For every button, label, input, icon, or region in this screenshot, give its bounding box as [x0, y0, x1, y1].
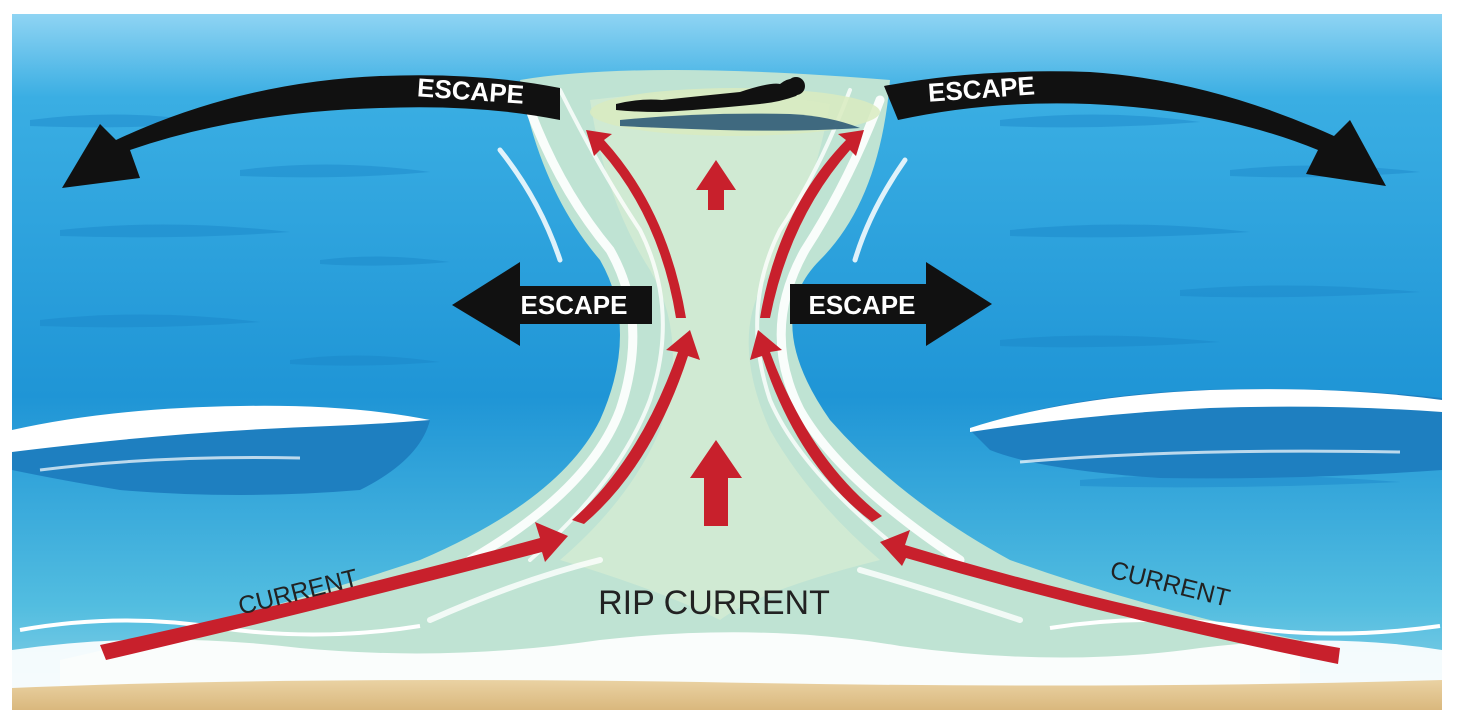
- wave-left: [12, 406, 430, 495]
- escape-label-mid-right: ESCAPE: [809, 290, 916, 320]
- escape-label-mid-left: ESCAPE: [521, 290, 628, 320]
- sand: [12, 680, 1442, 711]
- rip-current-label: RIP CURRENT: [598, 584, 830, 622]
